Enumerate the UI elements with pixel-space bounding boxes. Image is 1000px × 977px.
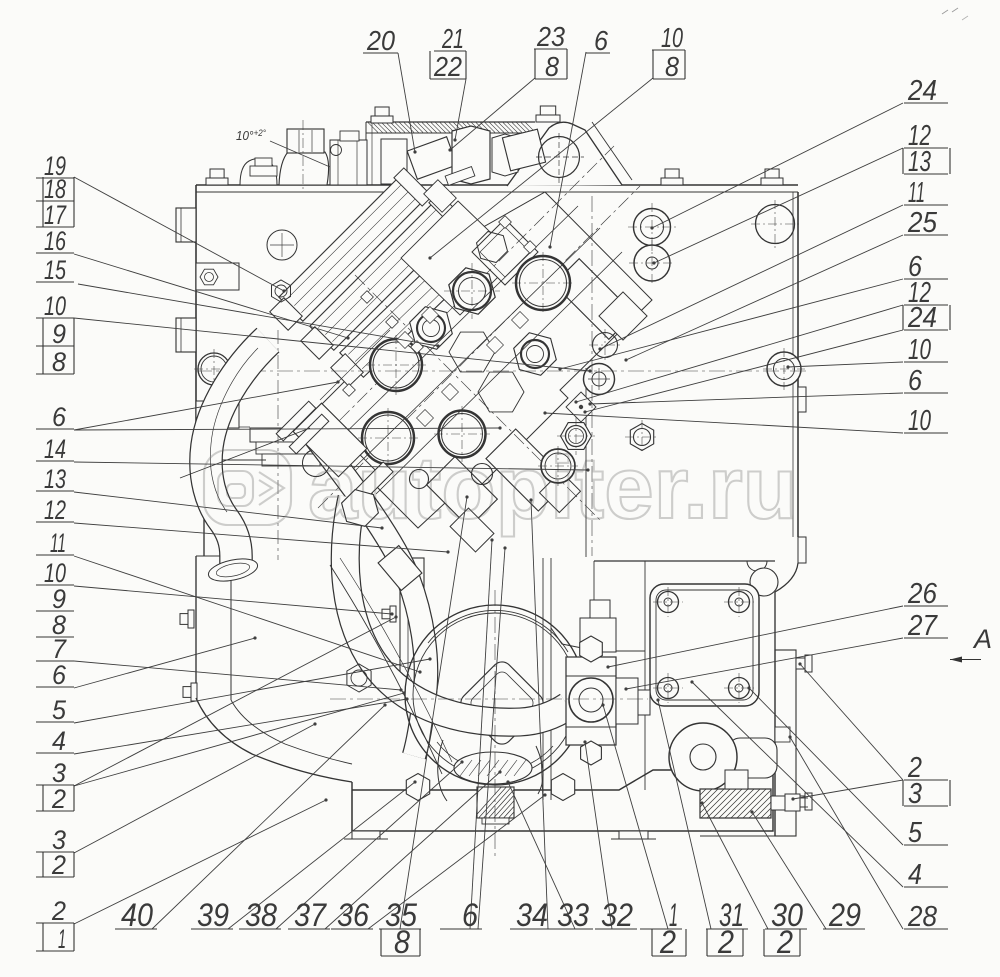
svg-text:30: 30: [771, 897, 803, 933]
svg-text:35: 35: [385, 897, 417, 933]
svg-text:18: 18: [44, 174, 66, 204]
svg-text:20: 20: [366, 25, 395, 56]
svg-text:6: 6: [594, 25, 608, 56]
svg-text:17: 17: [44, 200, 67, 230]
svg-text:32: 32: [601, 897, 633, 933]
svg-text:6: 6: [52, 402, 67, 432]
svg-text:10: 10: [661, 22, 683, 53]
svg-text:10: 10: [908, 405, 931, 437]
svg-text:5: 5: [908, 817, 923, 849]
svg-text:33: 33: [557, 897, 589, 933]
svg-text:6: 6: [908, 365, 923, 397]
svg-text:7: 7: [52, 634, 67, 664]
svg-text:8: 8: [394, 924, 410, 960]
svg-text:40: 40: [121, 897, 153, 933]
svg-text:37: 37: [294, 897, 327, 933]
svg-text:19: 19: [44, 151, 66, 181]
svg-text:31: 31: [719, 897, 744, 933]
svg-text:2: 2: [51, 896, 66, 926]
svg-text:23: 23: [536, 21, 565, 52]
svg-text:2: 2: [907, 752, 922, 784]
svg-text:4: 4: [52, 726, 66, 756]
svg-text:28: 28: [907, 901, 937, 933]
svg-text:12: 12: [44, 495, 66, 525]
svg-text:3: 3: [52, 825, 66, 855]
svg-text:8: 8: [52, 347, 66, 377]
svg-text:2: 2: [51, 850, 66, 880]
svg-text:8: 8: [545, 51, 559, 82]
svg-text:9: 9: [52, 584, 66, 614]
svg-text:10: 10: [908, 334, 931, 366]
svg-text:12: 12: [908, 277, 931, 309]
svg-text:21: 21: [441, 23, 464, 54]
svg-text:6: 6: [462, 897, 478, 933]
svg-text:4: 4: [908, 859, 922, 891]
svg-text:2: 2: [51, 784, 66, 814]
svg-text:29: 29: [828, 897, 861, 933]
svg-text:10: 10: [44, 291, 66, 321]
svg-text:5: 5: [52, 695, 67, 725]
svg-text:11: 11: [908, 177, 925, 209]
svg-text:24: 24: [907, 302, 937, 334]
svg-text:6: 6: [52, 660, 67, 690]
svg-text:1: 1: [58, 924, 66, 954]
svg-text:39: 39: [197, 897, 229, 933]
svg-text:25: 25: [907, 207, 938, 239]
svg-text:26: 26: [907, 578, 938, 610]
svg-text:10: 10: [44, 558, 66, 588]
svg-text:13: 13: [44, 464, 66, 494]
svg-text:22: 22: [433, 51, 462, 82]
svg-text:8: 8: [52, 610, 66, 640]
svg-text:36: 36: [337, 897, 369, 933]
svg-text:3: 3: [908, 778, 922, 810]
svg-text:34: 34: [516, 897, 548, 933]
svg-text:2: 2: [776, 924, 793, 960]
svg-text:11: 11: [50, 528, 66, 558]
svg-text:3: 3: [52, 758, 66, 788]
svg-text:12: 12: [908, 120, 931, 152]
svg-text:16: 16: [44, 226, 67, 256]
svg-text:A: A: [972, 624, 992, 654]
svg-text:8: 8: [665, 51, 679, 82]
svg-text:14: 14: [44, 434, 66, 464]
svg-text:6: 6: [908, 251, 923, 283]
svg-text:38: 38: [245, 897, 277, 933]
svg-text:2: 2: [717, 924, 734, 960]
svg-text:27: 27: [907, 610, 939, 642]
svg-text:autopiter.ru: autopiter.ru: [308, 438, 797, 537]
svg-text:24: 24: [907, 75, 937, 107]
svg-text:1: 1: [669, 897, 678, 933]
svg-text:13: 13: [908, 146, 931, 178]
svg-text:2: 2: [659, 924, 676, 960]
svg-text:15: 15: [44, 255, 67, 285]
svg-text:9: 9: [52, 319, 66, 349]
